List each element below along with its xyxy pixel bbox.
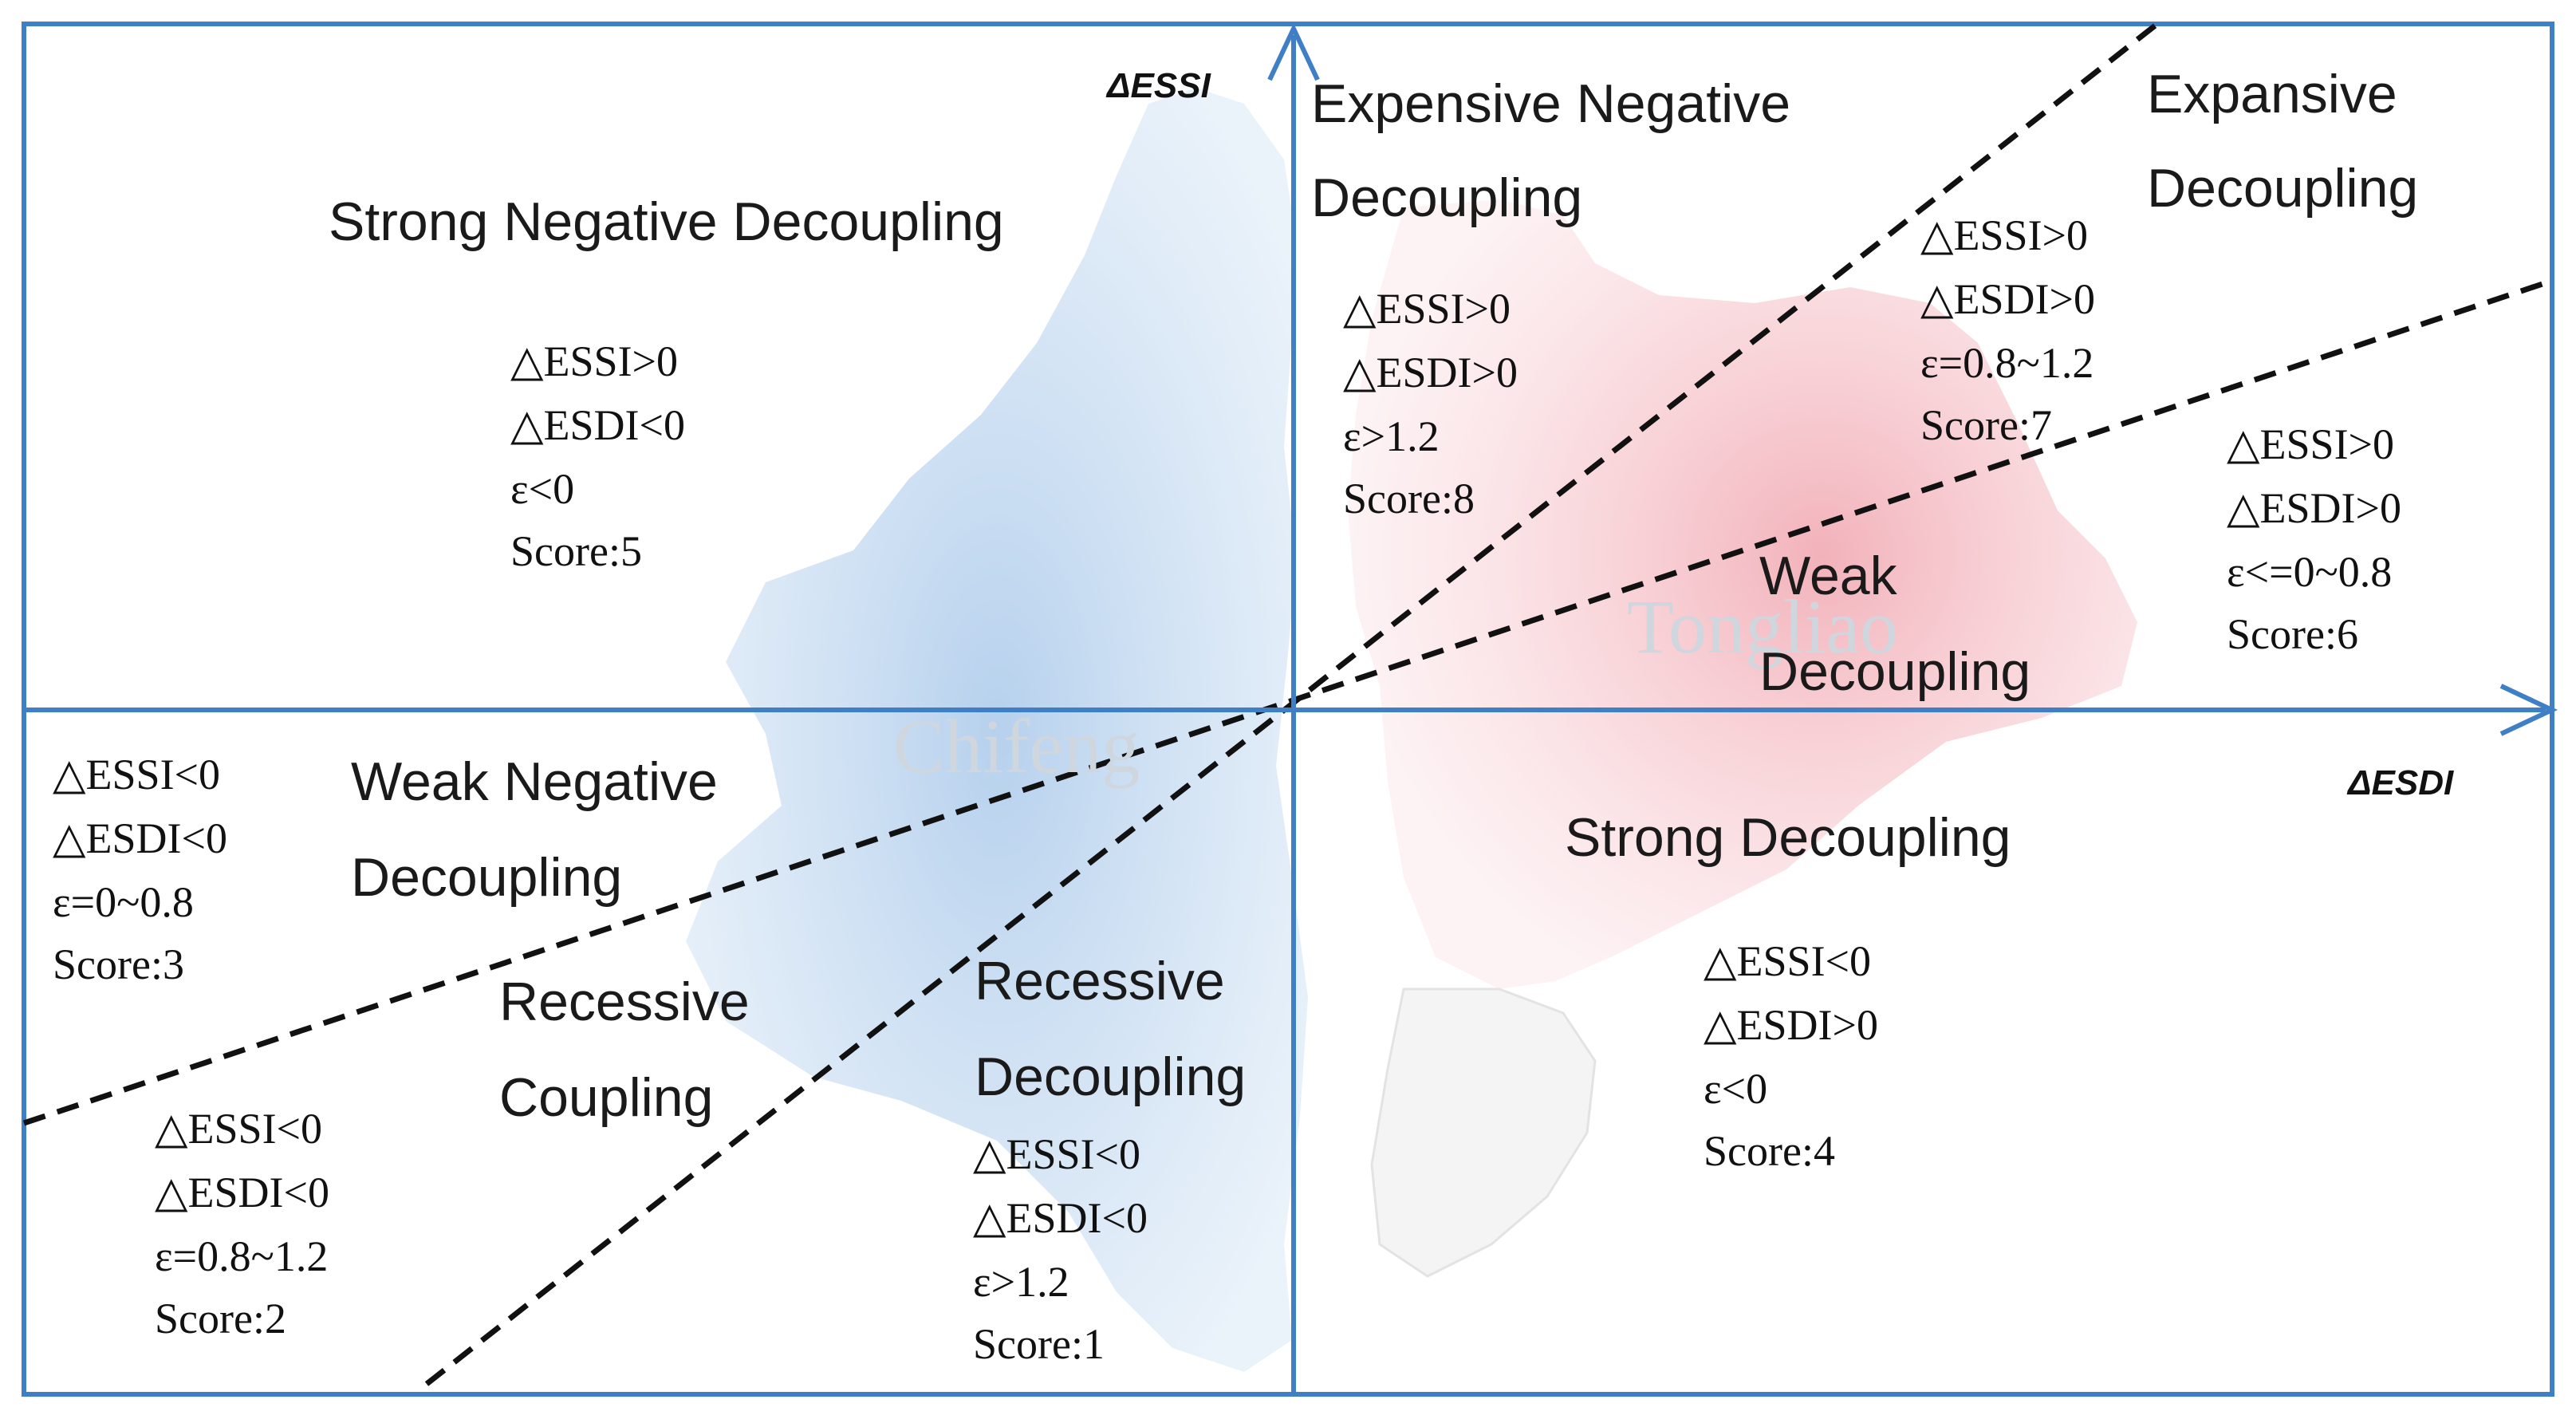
map-region-left	[686, 88, 1308, 1372]
x-axis-arrowhead	[2499, 684, 2558, 736]
map-region-right-lower	[1370, 987, 1597, 1278]
y-axis-arrowhead	[1267, 22, 1320, 81]
zone-expensive-negative-decoupling-title: Expensive Negative	[1311, 73, 1791, 134]
zone-strong-negative-decoupling-title: Strong Negative Decoupling	[329, 191, 1004, 252]
zone-weak-negative-decoupling-title: Decoupling	[351, 847, 623, 908]
zone-expansive-decoupling-title: Expansive	[2147, 64, 2397, 124]
zone-recessive-decoupling-title: Recessive	[975, 951, 1225, 1011]
zone-strong-negative-decoupling-condition: ε<0	[510, 465, 575, 513]
zone-weak-negative-decoupling-condition: ε=0~0.8	[53, 878, 194, 926]
zone-recessive-coupling-score: Score:2	[155, 1295, 286, 1342]
zone-recessive-decoupling-condition: ε>1.2	[973, 1258, 1069, 1306]
zone-recessive-decoupling-condition: △ESSI<0	[973, 1130, 1141, 1178]
zone-weak-negative-decoupling-title: Weak Negative	[351, 751, 718, 812]
zone-expensive-negative-decoupling-condition: △ESSI>0	[1343, 285, 1511, 333]
zone-weak-decoupling-title: Weak	[1759, 546, 1897, 606]
zone-expensive-negative-decoupling-condition: △ESDI>0	[1343, 349, 1518, 396]
zone-recessive-coupling-condition: ε=0.8~1.2	[155, 1232, 329, 1280]
zone-recessive-decoupling-score: Score:1	[973, 1320, 1105, 1368]
zone-strong-negative-decoupling-score: Score:5	[510, 527, 642, 575]
zone-weak-decoupling-condition: △ESDI>0	[2227, 484, 2401, 532]
zone-expansive-decoupling-condition: △ESSI>0	[1920, 211, 2089, 259]
zone-recessive-decoupling-condition: △ESDI<0	[973, 1194, 1148, 1242]
zone-expansive-decoupling-condition: ε=0.8~1.2	[1920, 339, 2094, 387]
zone-expensive-negative-decoupling-title: Decoupling	[1311, 168, 1583, 228]
zone-strong-decoupling-condition: △ESSI<0	[1704, 937, 1872, 985]
zone-recessive-decoupling-title: Decoupling	[975, 1047, 1247, 1107]
boundary-line-elasticity-0.8	[22, 278, 2554, 1126]
zone-strong-decoupling-title: Strong Decoupling	[1565, 807, 2011, 868]
zone-recessive-coupling-title: Recessive	[499, 972, 750, 1032]
zone-strong-decoupling-condition: ε<0	[1704, 1065, 1768, 1113]
zone-expansive-decoupling-title: Decoupling	[2147, 158, 2419, 219]
zone-weak-negative-decoupling-condition: △ESDI<0	[53, 814, 227, 862]
zone-strong-negative-decoupling-condition: △ESSI>0	[510, 337, 679, 385]
zone-strong-negative-decoupling-condition: △ESDI<0	[510, 401, 685, 449]
map-label-tongliao: Tongliao	[1627, 584, 1898, 669]
zone-weak-decoupling-title: Decoupling	[1759, 641, 2031, 702]
zone-weak-negative-decoupling-condition: △ESSI<0	[53, 751, 221, 798]
zone-expansive-decoupling-score: Score:7	[1920, 401, 2052, 449]
zone-recessive-coupling-title: Coupling	[499, 1067, 714, 1128]
zone-expensive-negative-decoupling-condition: ε>1.2	[1343, 412, 1440, 460]
zone-strong-decoupling-condition: △ESDI>0	[1704, 1001, 1878, 1049]
zone-weak-negative-decoupling-score: Score:3	[53, 940, 184, 988]
zone-expansive-decoupling-condition: △ESDI>0	[1920, 275, 2095, 323]
zone-recessive-coupling-condition: △ESSI<0	[155, 1105, 323, 1153]
x-axis-label: ΔESDI	[2348, 763, 2454, 802]
map-label-chifeng: Chifeng	[893, 704, 1140, 789]
zone-recessive-coupling-condition: △ESDI<0	[155, 1169, 329, 1216]
zone-expensive-negative-decoupling-score: Score:8	[1343, 475, 1475, 522]
zone-weak-decoupling-score: Score:6	[2227, 610, 2358, 658]
map-region-right	[1348, 199, 2137, 989]
zone-strong-decoupling-score: Score:4	[1704, 1127, 1835, 1175]
y-axis-label: ΔESSI	[1107, 66, 1211, 105]
zone-weak-decoupling-condition: ε<=0~0.8	[2227, 548, 2393, 596]
zone-weak-decoupling-condition: △ESSI>0	[2227, 420, 2395, 468]
